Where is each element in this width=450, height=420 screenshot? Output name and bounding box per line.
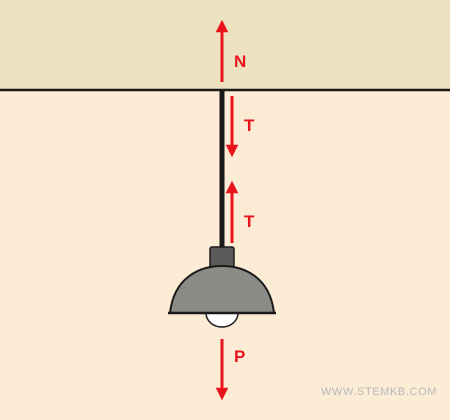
- tension-on-lamp-label: T: [244, 212, 255, 231]
- pendant-lamp-icon: [168, 246, 276, 328]
- lamp-shade: [168, 264, 276, 314]
- tension-on-ceiling-label: T: [244, 116, 255, 135]
- ceiling: [0, 0, 450, 90]
- weight-force-label: P: [234, 347, 245, 366]
- watermark: WWW.STEMKB.COM: [321, 386, 437, 398]
- bulb: [205, 312, 239, 328]
- normal-force-label: N: [234, 52, 246, 71]
